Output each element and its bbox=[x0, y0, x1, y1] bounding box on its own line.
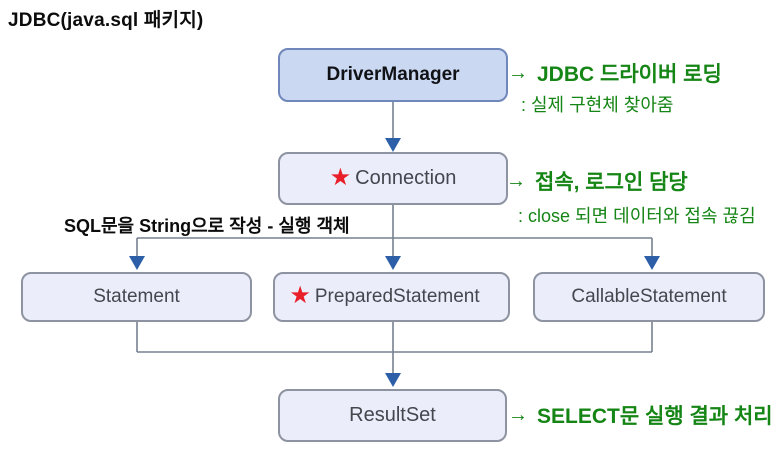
page-title: JDBC(java.sql 패키지) bbox=[8, 10, 204, 31]
right-arrow-icon: → bbox=[508, 403, 528, 426]
annotation-connection-sub: : close 되면 데이터와 접속 끊김 bbox=[518, 206, 756, 226]
annotation-title: SELECT문 실행 결과 처리 bbox=[537, 405, 773, 428]
annotation-title: JDBC 드라이버 로딩 bbox=[537, 63, 722, 86]
node-connection: ★ Connection bbox=[278, 152, 508, 205]
annotation-driver-manager: → JDBC 드라이버 로딩 bbox=[508, 58, 722, 88]
right-arrow-icon: → bbox=[508, 61, 528, 84]
node-resultset: ResultSet bbox=[278, 389, 507, 442]
node-connection-label: Connection bbox=[355, 167, 457, 189]
annotation-resultset: → SELECT문 실행 결과 처리 bbox=[508, 400, 773, 430]
edge-label-sql-string: SQL문을 String으로 작성 - 실행 객체 bbox=[64, 216, 350, 236]
annotation-driver-manager-sub: : 실제 구현체 찾아줌 bbox=[521, 95, 674, 115]
node-statement: Statement bbox=[21, 272, 252, 322]
node-callable-statement-label: CallableStatement bbox=[571, 286, 727, 307]
annotation-title: 접속, 로그인 담당 bbox=[535, 171, 688, 194]
right-arrow-icon: → bbox=[506, 169, 526, 192]
node-callable-statement: CallableStatement bbox=[533, 272, 765, 322]
node-driver-manager: DriverManager bbox=[278, 48, 508, 102]
star-icon: ★ bbox=[329, 163, 352, 191]
star-icon: ★ bbox=[289, 282, 311, 309]
node-prepared-statement-label: PreparedStatement bbox=[314, 286, 480, 307]
node-driver-manager-label: DriverManager bbox=[326, 64, 460, 85]
node-resultset-label: ResultSet bbox=[349, 404, 436, 426]
node-prepared-statement: ★ PreparedStatement bbox=[273, 272, 510, 322]
node-statement-label: Statement bbox=[93, 286, 180, 307]
annotation-connection: → 접속, 로그인 담당 bbox=[506, 166, 688, 196]
